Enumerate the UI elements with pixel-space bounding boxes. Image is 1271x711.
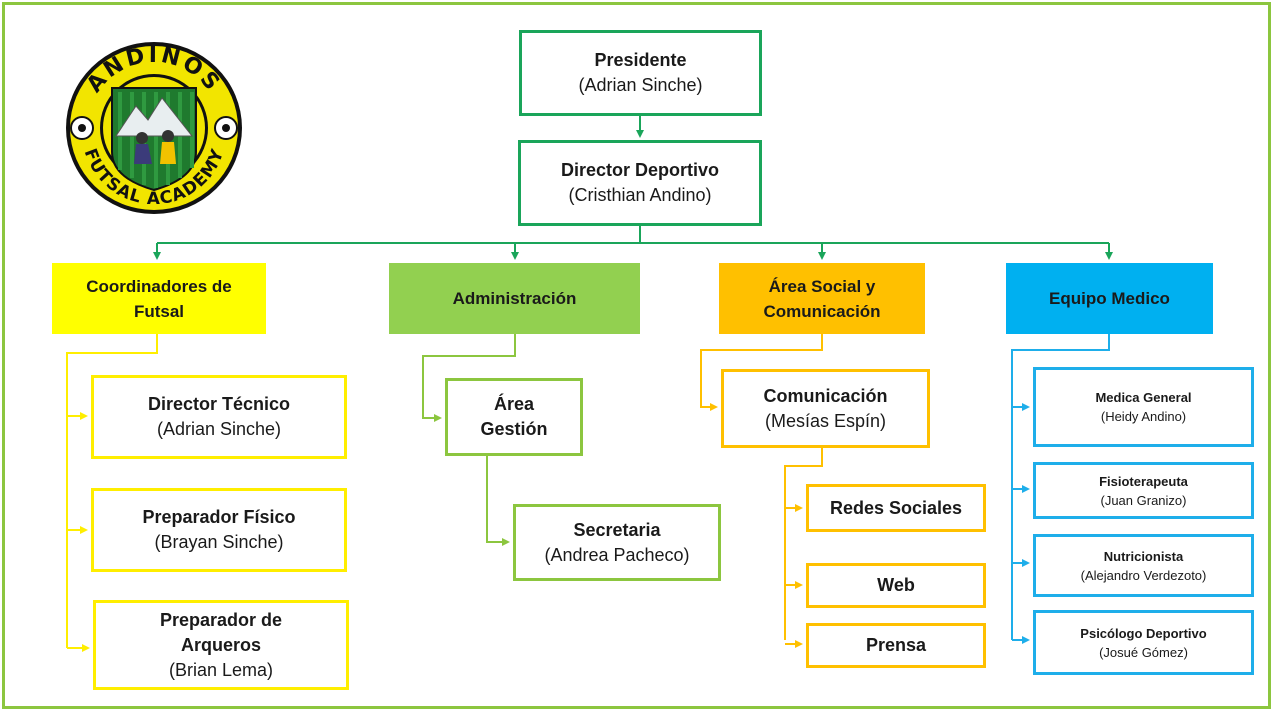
node-medica-general: Medica General (Heidy Andino) xyxy=(1033,367,1254,447)
node-fisioterapeuta: Fisioterapeuta (Juan Granizo) xyxy=(1033,462,1254,519)
node-comunicacion: Comunicación (Mesías Espín) xyxy=(721,369,930,448)
node-area-social: Área Social y Comunicación xyxy=(719,263,925,334)
presidente-person: (Adrian Sinche) xyxy=(578,75,703,95)
node-preparador-fisico: Preparador Físico (Brayan Sinche) xyxy=(91,488,347,572)
node-coordinadores: Coordinadores de Futsal xyxy=(52,263,266,334)
coordinadores-title: Coordinadores de Futsal xyxy=(86,276,232,321)
web-title: Web xyxy=(877,575,915,595)
nutricionista-title: Nutricionista xyxy=(1103,548,1184,564)
comunicacion-person: (Mesías Espín) xyxy=(764,410,887,431)
director-title: Director Deportivo xyxy=(560,160,720,180)
social-title: Área Social y Comunicación xyxy=(763,276,881,321)
comunicacion-title: Comunicación xyxy=(763,385,888,406)
preparador-arqueros-title: Preparador de Arqueros xyxy=(159,609,283,655)
psicologo-title: Psicólogo Deportivo xyxy=(1080,625,1207,641)
presidente-title: Presidente xyxy=(594,50,687,70)
director-tecnico-person: (Adrian Sinche) xyxy=(156,419,282,439)
director-person: (Cristhian Andino) xyxy=(568,185,712,205)
preparador-fisico-person: (Brayan Sinche) xyxy=(154,532,284,552)
administracion-title: Administración xyxy=(452,289,577,308)
preparador-fisico-title: Preparador Físico xyxy=(142,507,296,527)
node-secretaria: Secretaria (Andrea Pacheco) xyxy=(513,504,721,581)
node-presidente: Presidente (Adrian Sinche) xyxy=(519,30,762,116)
medica-general-person: (Heidy Andino) xyxy=(1100,409,1187,424)
node-redes-sociales: Redes Sociales xyxy=(806,484,986,532)
medica-general-title: Medica General xyxy=(1095,390,1192,405)
preparador-arqueros-person: (Brian Lema) xyxy=(168,659,274,680)
area-gestion-title: Área Gestión xyxy=(480,394,548,439)
node-psicologo-deportivo: Psicólogo Deportivo (Josué Gómez) xyxy=(1033,610,1254,675)
node-director-deportivo: Director Deportivo (Cristhian Andino) xyxy=(518,140,762,226)
node-administracion: Administración xyxy=(389,263,640,334)
medico-title: Equipo Medico xyxy=(1049,289,1170,308)
node-director-tecnico: Director Técnico (Adrian Sinche) xyxy=(91,375,347,459)
node-prensa: Prensa xyxy=(806,623,986,668)
secretaria-person: (Andrea Pacheco) xyxy=(544,544,690,565)
node-area-gestion: Área Gestión xyxy=(445,378,583,456)
prensa-title: Prensa xyxy=(865,635,927,655)
fisioterapeuta-title: Fisioterapeuta xyxy=(1099,473,1188,489)
node-nutricionista: Nutricionista (Alejandro Verdezoto) xyxy=(1033,534,1254,597)
fisioterapeuta-person: (Juan Granizo) xyxy=(1100,492,1187,508)
node-equipo-medico: Equipo Medico xyxy=(1006,263,1213,334)
redes-sociales-title: Redes Sociales xyxy=(829,497,963,518)
nutricionista-person: (Alejandro Verdezoto) xyxy=(1080,567,1207,583)
psicologo-person: (Josué Gómez) xyxy=(1099,644,1188,660)
node-web: Web xyxy=(806,563,986,608)
secretaria-title: Secretaria xyxy=(573,519,661,540)
andinos-logo: ANDINOS FUTSAL ACADEMY xyxy=(66,42,242,214)
director-tecnico-title: Director Técnico xyxy=(147,394,291,414)
node-preparador-arqueros: Preparador de Arqueros (Brian Lema) xyxy=(93,600,349,690)
